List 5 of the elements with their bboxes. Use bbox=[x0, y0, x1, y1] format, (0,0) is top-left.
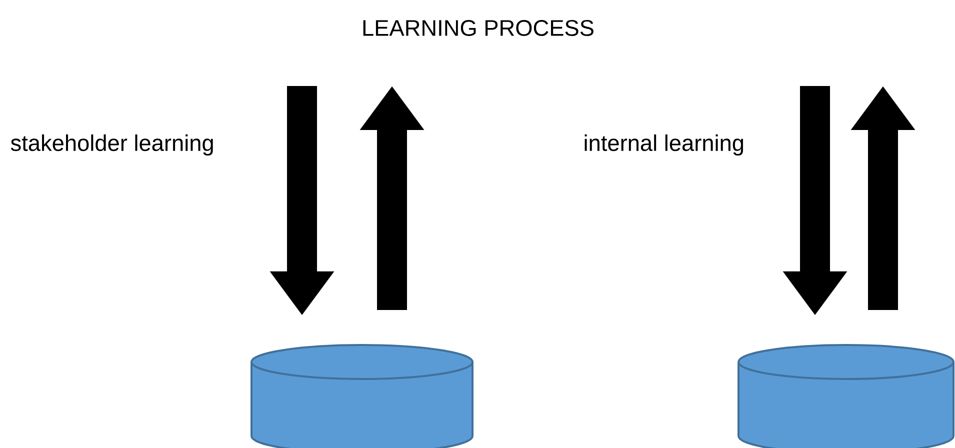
text-label: internal learning bbox=[584, 134, 744, 156]
title: LEARNING PROCESS bbox=[363, 20, 594, 36]
text-label: stakeholder learning bbox=[10, 134, 213, 156]
cylinder bbox=[738, 344, 954, 448]
cylinder bbox=[250, 344, 474, 448]
